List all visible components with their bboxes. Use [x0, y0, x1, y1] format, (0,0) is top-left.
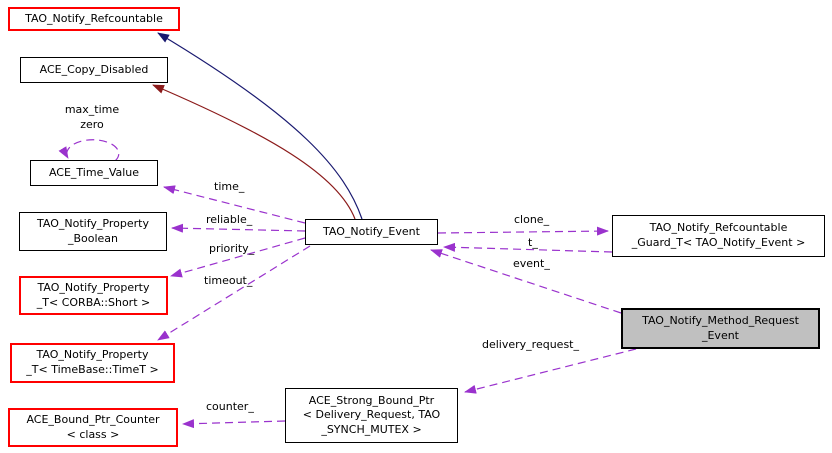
edge-label-reliable: reliable_	[206, 213, 253, 226]
edge-timeout	[157, 245, 311, 341]
edge-label-counter: counter_	[206, 400, 254, 413]
edge-label-event: event_	[513, 257, 550, 270]
node-tao-notify-refcountable[interactable]: TAO_Notify_Refcountable	[8, 7, 180, 31]
edge-label-delivery-request: delivery_request_	[482, 338, 579, 351]
edge-counter	[182, 419, 286, 429]
node-tao-notify-refcountable-guard-t[interactable]: TAO_Notify_Refcountable _Guard_T< TAO_No…	[612, 215, 825, 257]
node-tao-notify-property-t-corba-short[interactable]: TAO_Notify_Property _T< CORBA::Short >	[19, 276, 168, 315]
node-tao-notify-property-boolean[interactable]: TAO_Notify_Property _Boolean	[19, 212, 167, 251]
edge-label-max-time-zero: max_time zero	[64, 103, 120, 131]
node-ace-bound-ptr-counter[interactable]: ACE_Bound_Ptr_Counter < class >	[8, 408, 178, 447]
edge-label-clone: clone_	[514, 213, 550, 226]
edge-self-loop-time-value	[58, 139, 120, 162]
node-ace-strong-bound-ptr[interactable]: ACE_Strong_Bound_Ptr < Delivery_Request,…	[285, 388, 458, 443]
edge-label-t: t_	[528, 236, 538, 249]
edge-inherit-copy-disabled	[152, 84, 356, 220]
edge-label-timeout: timeout_	[204, 274, 253, 287]
node-ace-time-value[interactable]: ACE_Time_Value	[30, 160, 158, 186]
edge-label-priority: priority_	[209, 242, 255, 255]
node-tao-notify-property-t-timebase-timet[interactable]: TAO_Notify_Property _T< TimeBase::TimeT …	[10, 343, 175, 383]
edge-inherit-refcountable	[157, 32, 363, 220]
edge-clone	[437, 226, 609, 236]
node-tao-notify-event[interactable]: TAO_Notify_Event	[305, 219, 438, 245]
node-ace-copy-disabled[interactable]: ACE_Copy_Disabled	[20, 57, 168, 83]
edge-delivery-request	[464, 348, 637, 394]
node-tao-notify-method-request-event: TAO_Notify_Method_Request _Event	[621, 308, 820, 349]
edge-label-time: time_	[214, 180, 245, 193]
edge-reliable	[171, 223, 306, 233]
